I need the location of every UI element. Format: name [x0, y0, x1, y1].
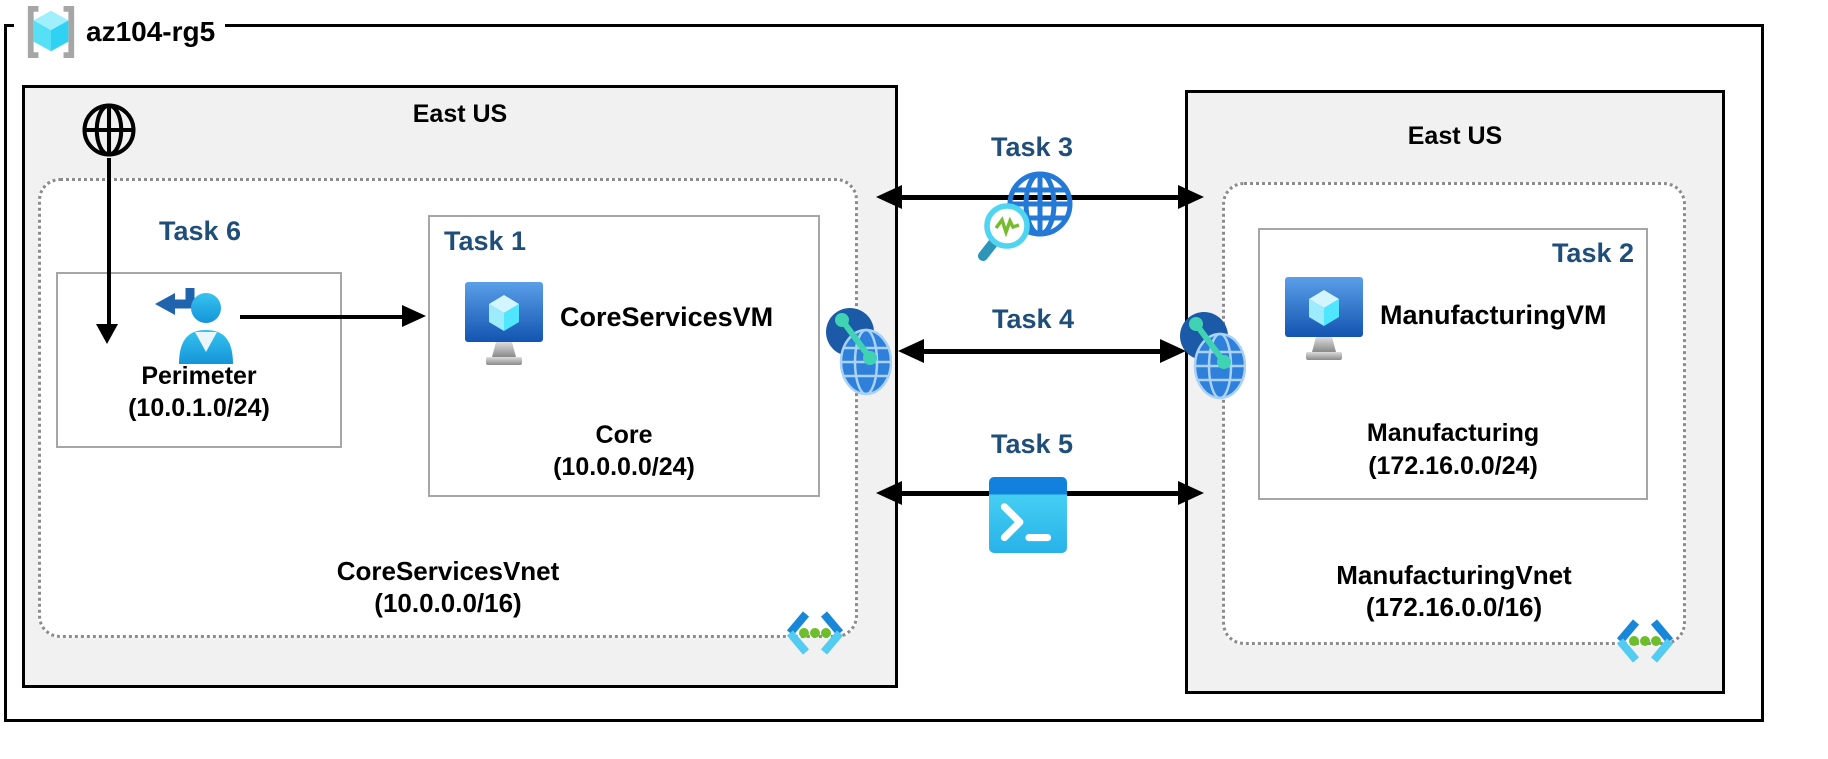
- core-subnet-name: Core: [595, 421, 653, 449]
- vnet-peering-icon-right: [1180, 306, 1246, 400]
- perimeter-cidr: (10.0.1.0/24): [128, 394, 270, 422]
- internet-arrow-head: [96, 324, 118, 344]
- perimeter-name: Perimeter: [141, 362, 257, 390]
- task4-arrow-line: [922, 349, 1162, 354]
- task5-arrow-head-right: [1178, 481, 1204, 505]
- manufacturing-subnet-box: [1258, 228, 1648, 500]
- internet-arrow-line: [107, 158, 111, 326]
- region-right-name: East US: [1407, 122, 1503, 150]
- virtual-network-icon-left: [784, 608, 846, 658]
- task2-label: Task 2: [1551, 238, 1634, 268]
- virtual-network-icon-right: [1614, 616, 1676, 666]
- task5-label: Task 5: [990, 429, 1074, 459]
- manufacturing-vnet-cidr: (172.16.0.0/16): [1365, 592, 1543, 622]
- network-watcher-icon: [976, 162, 1088, 277]
- vnet-peering-icon-left: [826, 302, 892, 396]
- guest-user-icon: [146, 282, 238, 368]
- internet-icon: [80, 100, 138, 160]
- core-services-vm-name: CoreServicesVM: [560, 302, 774, 332]
- cloud-shell-icon: [988, 476, 1068, 554]
- task1-label: Task 1: [444, 226, 527, 256]
- core-services-vnet-cidr: (10.0.0.0/16): [374, 588, 522, 618]
- core-subnet-cidr: (10.0.0.0/24): [553, 453, 695, 481]
- resource-group-name: az104-rg5: [86, 16, 216, 47]
- task4-label: Task 4: [991, 304, 1075, 334]
- core-services-vm-icon: [464, 281, 544, 376]
- manufacturing-vm-name: ManufacturingVM: [1380, 300, 1607, 330]
- resource-group-border: [4, 24, 1764, 722]
- manufacturing-vm-icon: [1284, 276, 1364, 371]
- resource-group-header: az104-rg5: [14, 2, 226, 62]
- manufacturing-subnet-cidr: (172.16.0.0/24): [1368, 452, 1538, 480]
- resource-group-icon: [24, 3, 78, 61]
- task3-arrow-head-right: [1178, 185, 1204, 209]
- core-services-vnet-name: CoreServicesVnet: [336, 556, 560, 586]
- perimeter-to-vm-arrow-head: [402, 305, 426, 327]
- task6-label: Task 6: [158, 216, 242, 246]
- task5-arrow-head-left: [876, 481, 902, 505]
- perimeter-to-vm-arrow-line: [240, 315, 408, 319]
- region-left-name: East US: [412, 100, 508, 128]
- task3-arrow-head-left: [876, 185, 902, 209]
- manufacturing-vnet-name: ManufacturingVnet: [1336, 560, 1572, 590]
- task4-arrow-head-left: [898, 339, 924, 363]
- task3-label: Task 3: [990, 132, 1074, 162]
- manufacturing-subnet-name: Manufacturing: [1366, 419, 1540, 447]
